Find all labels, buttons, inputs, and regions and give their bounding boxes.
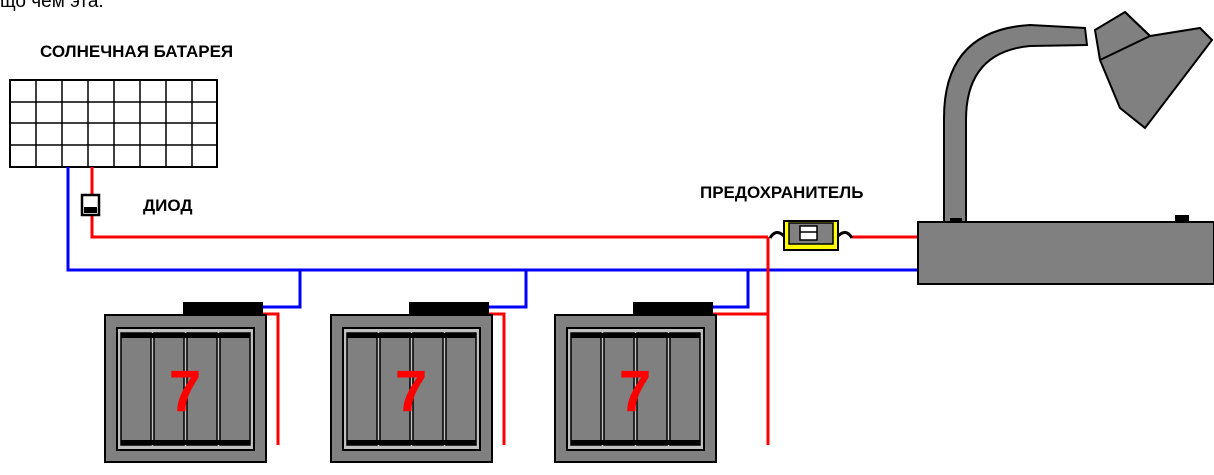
battery-number: 7 (169, 359, 201, 424)
solar-panel-label: СОЛНЕЧНАЯ БАТАРЕЯ (40, 42, 234, 61)
battery-number: 7 (619, 359, 651, 424)
diode (80, 193, 101, 217)
lamp (917, 10, 1214, 285)
diode-label: ДИОД (143, 196, 193, 215)
battery-1: 7 (104, 302, 267, 463)
battery-2: 7 (330, 302, 493, 463)
battery-number: 7 (395, 359, 427, 424)
top-cropped-text: що чем эта. (0, 0, 104, 12)
fuse (768, 220, 854, 251)
negative-wiring (66, 167, 920, 309)
solar-panel (9, 79, 218, 168)
fuse-label: ПРЕДОХРАНИТЕЛЬ (700, 183, 864, 202)
battery-3: 7 (554, 302, 717, 463)
